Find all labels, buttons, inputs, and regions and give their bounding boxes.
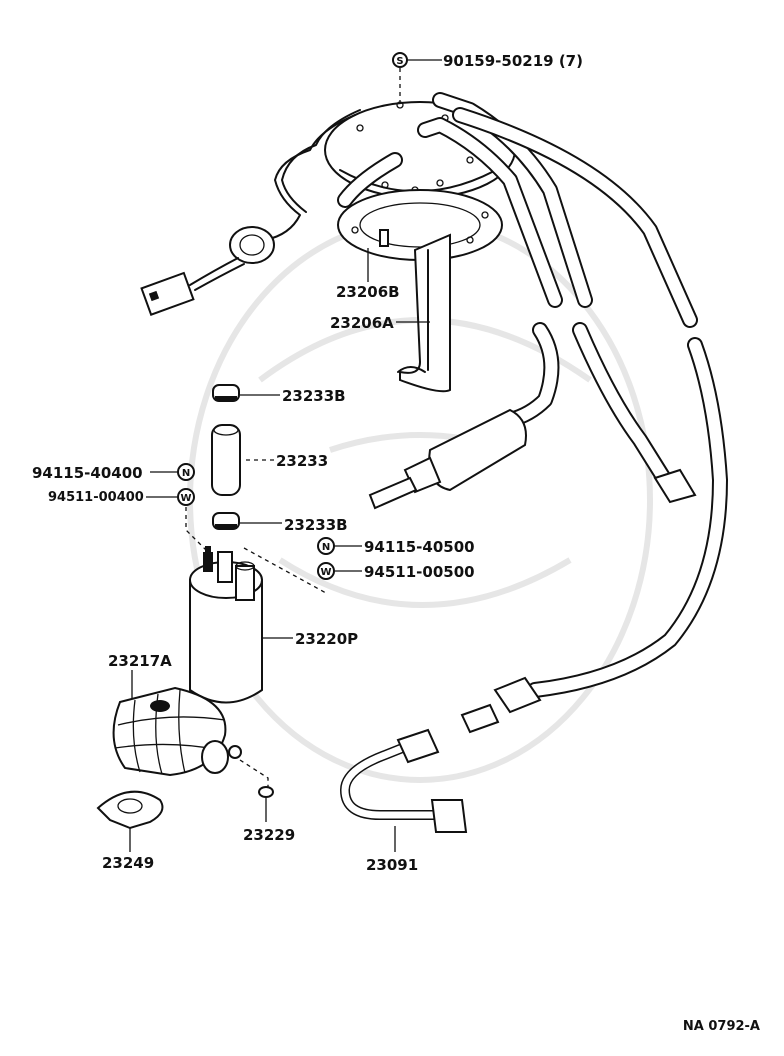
sender-wire-harness[interactable] — [140, 109, 361, 316]
label-90159-50219: 90159-50219 (7) — [443, 52, 583, 70]
label-23091: 23091 — [366, 856, 418, 874]
label-23249: 23249 — [102, 854, 154, 872]
washer-94511-00400-callout[interactable]: 94511-00400 W — [48, 488, 209, 553]
pump-hose-23233[interactable]: 23233 — [211, 424, 328, 496]
label-23206A: 23206A — [330, 314, 394, 332]
label-23220P: 23220P — [295, 630, 358, 648]
washer-94511-00500-callout[interactable]: W 94511-00500 — [243, 547, 475, 594]
sender-callouts: 23206B 23206A — [330, 248, 430, 332]
nut-symbol-icon — [177, 463, 195, 481]
label-23233B-bottom: 23233B — [284, 516, 348, 534]
catalog-code: NA 0792-A — [683, 1019, 760, 1034]
label-23233: 23233 — [276, 452, 328, 470]
return-hose[interactable] — [337, 92, 698, 328]
bolt-symbol-letter: S — [396, 56, 403, 67]
label-23233B-top: 23233B — [282, 387, 346, 405]
nut-94115-40400-callout[interactable]: 94115-40400 N — [32, 463, 195, 482]
fuel-strainer-23217A[interactable]: 23217A — [108, 652, 269, 792]
fuel-pump-23220P[interactable]: 23220P — [189, 546, 358, 704]
nut-94115-40500-callout[interactable]: N 94115-40500 — [317, 537, 475, 556]
fuel-sender-assembly[interactable] — [324, 101, 516, 393]
washer-symbol-icon — [177, 488, 195, 506]
washer-symbol-letter: W — [180, 493, 191, 504]
pump-cushion-23249[interactable]: 23249 — [96, 790, 164, 872]
fuel-filter-line[interactable] — [368, 322, 560, 510]
nut-symbol-letter: N — [182, 468, 190, 479]
label-94115-40500: 94115-40500 — [364, 538, 475, 556]
pump-hose-clamp-top[interactable]: 23233B — [212, 384, 346, 405]
bolt-90159-callout[interactable]: S 90159-50219 (7) — [392, 52, 583, 102]
label-94115-40400: 94115-40400 — [32, 464, 143, 482]
fuel-pipe-23091[interactable]: 23091 — [340, 728, 468, 874]
pump-hose-clamp-bottom[interactable]: 23233B — [212, 512, 348, 534]
label-23229: 23229 — [243, 826, 295, 844]
label-23217A: 23217A — [108, 652, 172, 670]
label-94511-00400: 94511-00400 — [48, 490, 144, 505]
nut-symbol-letter-2: N — [322, 542, 330, 553]
label-94511-00500: 94511-00500 — [364, 563, 475, 581]
main-fuel-hose[interactable] — [460, 322, 728, 734]
clip-23229[interactable]: 23229 — [243, 786, 295, 844]
label-23206B: 23206B — [336, 283, 400, 301]
washer-symbol-letter-2: W — [320, 567, 331, 578]
